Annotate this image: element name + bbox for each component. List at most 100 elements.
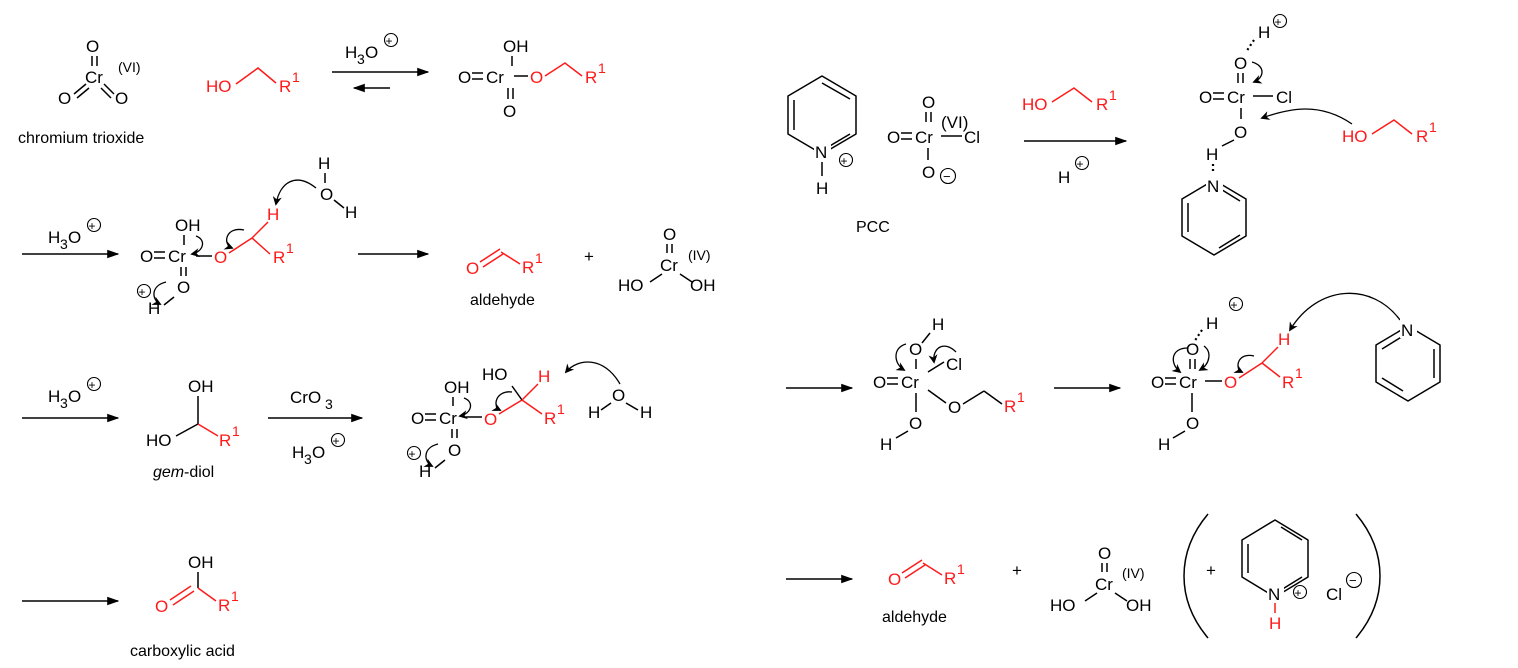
- label-gem: gem: [153, 464, 184, 481]
- gd-r-sub: 1: [232, 423, 240, 439]
- alcohol-2: HO R 1: [1022, 87, 1117, 114]
- cr4a-cr: Cr: [660, 256, 678, 275]
- cc-state: (VI): [941, 113, 968, 132]
- pe-cr: Cr: [168, 247, 186, 266]
- apcc-cl: Cl: [1276, 88, 1292, 107]
- cro3-cr: Cr: [85, 68, 103, 87]
- ester-r: R: [585, 68, 597, 87]
- eq-h3o-h: H: [345, 43, 357, 62]
- he-cr: Cr: [439, 409, 457, 428]
- row3-arrow: H 3 O +: [22, 376, 120, 423]
- label-chromium-trioxide: chromium trioxide: [18, 130, 144, 147]
- label-pcc: PCC: [856, 219, 890, 236]
- cc-o-bottom: O: [922, 163, 935, 182]
- gd-oh: OH: [188, 377, 214, 396]
- pei-r-sub: 1: [1017, 389, 1025, 405]
- alcohol-3: HO R 1: [1342, 119, 1437, 146]
- chlorochromate: O (VI) O Cr Cl O −: [887, 93, 980, 185]
- pe-plus: +: [139, 285, 146, 299]
- w2-o: O: [612, 386, 625, 405]
- protonated-ester: OH O Cr O H + O H R 1: [136, 205, 294, 318]
- r3-h3o-3: 3: [60, 395, 68, 411]
- alc2-r-sub: 1: [1109, 87, 1117, 103]
- ester-oh: OH: [503, 37, 529, 56]
- pyridine-h-bonded: N: [1181, 174, 1247, 256]
- r2-h3o-o: O: [68, 228, 81, 247]
- w2-h-left: H: [588, 403, 600, 422]
- alcohol-r-sub: 1: [292, 69, 300, 85]
- water-base-2: H O H: [564, 361, 652, 422]
- alcohol-ho: HO: [206, 77, 232, 96]
- r3b-h3o-plus: +: [333, 434, 340, 448]
- pei-h-top: H: [932, 315, 944, 334]
- pel-o-bottom: O: [1186, 414, 1199, 433]
- equilibrium-arrow: H 3 O +: [332, 32, 430, 93]
- carboxylic-acid: OH O R 1 carboxylic acid: [130, 553, 239, 660]
- pyh-h: H: [816, 179, 828, 198]
- label-aldehyde-2: aldehyde: [882, 609, 947, 626]
- pe-oh: OH: [175, 216, 201, 235]
- w1-h-top: H: [318, 154, 330, 173]
- pei-o-link: O: [948, 398, 961, 417]
- he-oh: OH: [444, 378, 470, 397]
- cc-o-left: O: [887, 128, 900, 147]
- aldehyde-product-2: O R 1 aldehyde: [882, 559, 965, 626]
- cr4a-ho: HO: [618, 276, 644, 295]
- he-o-left: O: [411, 409, 424, 428]
- pel-h-alpha: H: [1278, 330, 1290, 349]
- r2-h3o-3: 3: [60, 236, 68, 252]
- pel-o-top: O: [1186, 340, 1199, 359]
- pe-r-sub: 1: [286, 240, 294, 256]
- pe-h-alpha: H: [267, 205, 279, 224]
- apcc-h-top: H: [1258, 23, 1270, 42]
- label-aldehyde-1: aldehyde: [470, 292, 535, 309]
- apcc-o-bottom: O: [1234, 123, 1247, 142]
- gd-ho: HO: [146, 431, 172, 450]
- he-o-link: O: [484, 410, 497, 429]
- cr4a-state: (IV): [688, 247, 711, 263]
- w1-h-right: H: [345, 203, 357, 222]
- pyh-n: N: [815, 143, 827, 162]
- pel-h-plus: +: [1231, 298, 1238, 312]
- alcohol-r: R: [279, 77, 291, 96]
- pel-h-bottom: H: [1158, 435, 1170, 454]
- alc3-ho: HO: [1342, 127, 1368, 146]
- pyr1-n: N: [1207, 177, 1219, 196]
- he-plus: +: [409, 447, 416, 461]
- pe-o-link: O: [214, 248, 227, 267]
- cro3-reagent: CrO: [290, 388, 321, 407]
- r2-h3o-h: H: [48, 228, 60, 247]
- he-o-bottom: O: [448, 441, 461, 460]
- r2-h3o-plus: +: [89, 219, 96, 233]
- cro3-reagent-sub: 3: [325, 396, 333, 412]
- ald1-o: O: [466, 259, 479, 278]
- pei-cl: Cl: [946, 355, 962, 374]
- ald1-r-sub: 1: [535, 250, 543, 266]
- pei-o-left: O: [873, 373, 886, 392]
- ca-r-sub: 1: [231, 588, 239, 604]
- pei-h-bottom: H: [880, 435, 892, 454]
- ca-oh: OH: [188, 553, 214, 572]
- water-base-1: H O H: [272, 154, 357, 222]
- pycl-n-plus: +: [1295, 586, 1302, 600]
- pei-r: R: [1004, 397, 1016, 416]
- aldehyde-product-1: O R 1 aldehyde: [466, 248, 543, 309]
- apcc-o-top: O: [1234, 54, 1247, 73]
- apcc-cr: Cr: [1227, 88, 1245, 107]
- pcc-ester-intermediate: H O O Cr Cl O H O R 1: [873, 315, 1025, 454]
- pei-cr: Cr: [901, 373, 919, 392]
- cr4b-ho: HO: [1050, 596, 1076, 615]
- ald2-o: O: [888, 570, 901, 589]
- pel-r: R: [1282, 373, 1294, 392]
- cr4b-cr: Cr: [1095, 575, 1113, 594]
- row3-arrow-2: CrO 3 H 3 O +: [268, 388, 364, 467]
- pycl-cl-minus: −: [1349, 573, 1357, 588]
- ester-r-sub: 1: [598, 60, 606, 76]
- ca-r: R: [218, 596, 230, 615]
- cc-minus: −: [943, 169, 951, 184]
- eq-h3o-3: 3: [357, 51, 365, 67]
- cr4a-oh: OH: [690, 276, 716, 295]
- chromium-iv-2: O Cr (IV) HO OH: [1050, 544, 1152, 615]
- cr4b-o: O: [1098, 544, 1111, 563]
